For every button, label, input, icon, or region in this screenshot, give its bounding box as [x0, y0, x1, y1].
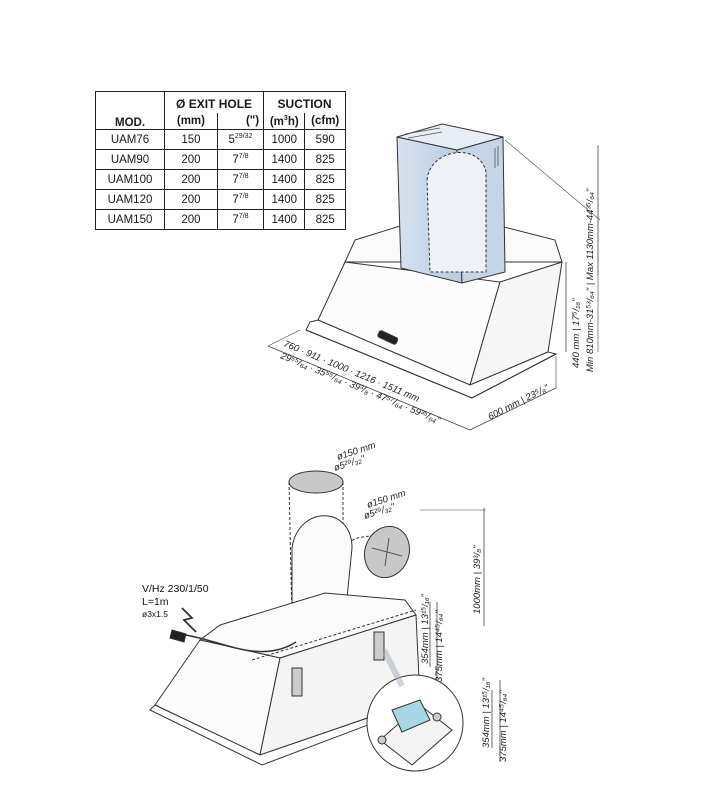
detail-height-b: 375mm | 14⁴⁵/₆₄" [498, 690, 509, 762]
logo-plate [377, 330, 399, 345]
spec-table: MOD. Ø EXIT HOLE SUCTION (mm) (") (m3h) … [95, 91, 346, 230]
plug [169, 629, 187, 643]
total-height-dim: 1000mm | 39³/₈" [472, 545, 483, 614]
table-row: UAM150 200 77/8 1400 825 [95, 209, 346, 230]
table-row: UAM90 200 77/8 1400 825 [95, 149, 346, 170]
mm-cell: 200 [164, 189, 218, 210]
power-spec-cable: ø3x1.5 [142, 609, 168, 619]
depth-dim: 600 mm | 23⁵/₈" [486, 382, 551, 422]
suction-header: SUCTION [263, 91, 346, 113]
mounting-bracket-right [373, 631, 385, 661]
bracket-height-a: 354mm | 13¹⁵/₁₆" [420, 593, 431, 664]
mm-cell: 200 [164, 209, 218, 230]
bracket-height-b: 375mm | 14⁴⁵/₆₄" [434, 610, 445, 682]
cfm-cell: 825 [304, 209, 346, 230]
chimney-vents [404, 127, 499, 168]
mounting-bracket-left [291, 667, 303, 697]
detail-height-a: 354mm | 13¹⁵/₁₆" [481, 677, 492, 748]
power-cord [184, 634, 297, 653]
body-height-dim: 440 mm | 17⁵/₁₆" [571, 298, 582, 368]
exit-hole-header: Ø EXIT HOLE [163, 91, 265, 113]
hood-drawing-bottom [149, 470, 501, 772]
m3h-cell: 1400 [263, 209, 306, 230]
m3h-cell: 1400 [263, 149, 306, 170]
m3h-cell: 1400 [263, 169, 306, 190]
cfm-cell: 825 [304, 149, 346, 170]
power-icon [181, 607, 197, 633]
hood-drawing-top [267, 123, 601, 431]
cfm-cell: 825 [304, 189, 346, 210]
model-cell: UAM150 [95, 209, 165, 230]
cfm-cell: 590 [304, 129, 346, 150]
cfm-cell: 825 [304, 169, 346, 190]
table-row: UAM120 200 77/8 1400 825 [95, 189, 346, 210]
unit-mm-header: (mm) [164, 113, 218, 130]
power-spec-voltage: V/Hz 230/1/50 [142, 583, 209, 595]
table-row: UAM76 150 529/32 1000 590 [95, 129, 346, 150]
bracket-clip-detail [391, 699, 431, 733]
model-cell: UAM90 [95, 149, 165, 170]
power-spec-length: L=1m [142, 596, 169, 608]
inner-duct-dashed [426, 151, 487, 273]
unit-m3h-header: (m3h) [263, 113, 306, 130]
duct-top-outlet [288, 470, 344, 494]
chimney-height-dim: Min 810mm-31⁵³/₆₄" | Max 1130mm-44³⁵/₆₄" [585, 188, 596, 372]
col-model-header: MOD. [95, 91, 165, 130]
inch-cell: 77/8 [216, 209, 265, 230]
